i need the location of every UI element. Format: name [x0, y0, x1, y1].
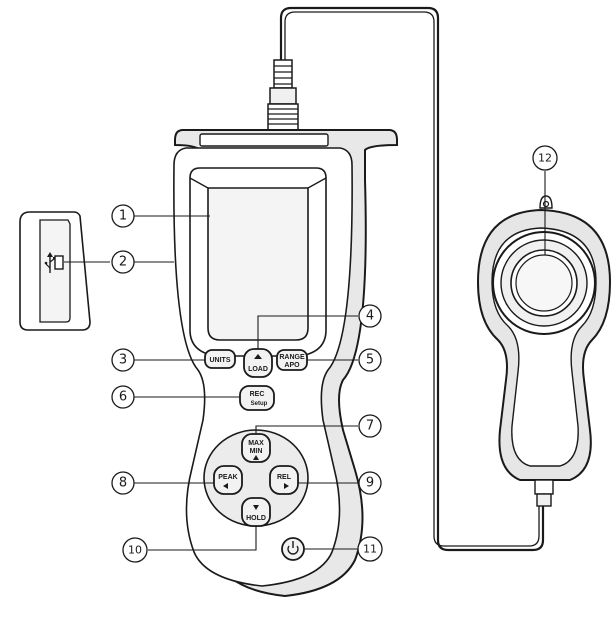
- min-label: MIN: [250, 448, 263, 455]
- callout-5: 5: [358, 348, 382, 372]
- units-label: UNITS: [210, 357, 231, 364]
- svg-text:11: 11: [363, 543, 377, 556]
- up-arrow-icon: [254, 354, 262, 359]
- sensor-lens: [515, 254, 573, 312]
- callout-1: 1: [111, 204, 135, 228]
- display-screen: [189, 167, 327, 357]
- peak-button[interactable]: PEAK: [213, 465, 243, 495]
- max-label: MAX: [248, 440, 264, 447]
- setup-label: Setup: [251, 401, 268, 407]
- callout-6: 6: [111, 385, 135, 409]
- callout-4: 4: [358, 304, 382, 328]
- svg-text:10: 10: [128, 544, 142, 557]
- hold-button[interactable]: HOLD: [241, 497, 271, 527]
- svg-text:7: 7: [366, 419, 374, 434]
- svg-text:2: 2: [119, 255, 127, 270]
- callout-3: 3: [111, 348, 135, 372]
- callout-12: 12: [532, 145, 558, 171]
- leader-lines: [64, 171, 546, 551]
- rel-button[interactable]: REL: [269, 465, 299, 495]
- svg-text:1: 1: [119, 209, 127, 224]
- svg-text:5: 5: [366, 353, 374, 368]
- apo-label: APO: [284, 362, 300, 369]
- right-arrow-icon: [284, 483, 289, 489]
- max-min-button[interactable]: MAX MIN: [241, 433, 271, 463]
- sensor-cable: [279, 6, 545, 552]
- power-icon: [287, 541, 299, 555]
- callout-11: 11: [357, 536, 383, 562]
- callout-7: 7: [358, 414, 382, 438]
- load-button[interactable]: LOAD: [243, 348, 273, 378]
- range-apo-button[interactable]: RANGE APO: [276, 349, 308, 371]
- callout-8: 8: [111, 471, 135, 495]
- svg-text:12: 12: [538, 152, 552, 165]
- usb-icon: [44, 252, 56, 273]
- cable-connector: [267, 59, 299, 131]
- usb-port[interactable]: [54, 255, 64, 270]
- left-arrow-icon: [223, 483, 228, 489]
- svg-text:9: 9: [366, 476, 374, 491]
- load-label: LOAD: [248, 366, 268, 373]
- peak-label: PEAK: [218, 474, 237, 481]
- callout-10: 10: [122, 537, 148, 563]
- rel-label: REL: [277, 474, 292, 481]
- range-label: RANGE: [279, 354, 305, 361]
- units-button[interactable]: UNITS: [204, 349, 236, 369]
- down-arrow-icon: [253, 505, 259, 510]
- rec-setup-button[interactable]: REC Setup: [239, 385, 275, 411]
- usb-port-inset: [19, 211, 91, 331]
- svg-text:6: 6: [119, 390, 127, 405]
- up-arrow-icon: [253, 455, 259, 460]
- light-sensor-probe: [476, 195, 612, 507]
- callout-2: 2: [111, 250, 135, 274]
- svg-text:3: 3: [119, 353, 127, 368]
- svg-text:8: 8: [119, 476, 127, 491]
- callout-9: 9: [358, 471, 382, 495]
- svg-text:4: 4: [366, 309, 374, 324]
- hold-label: HOLD: [246, 515, 266, 522]
- power-button[interactable]: [281, 537, 305, 561]
- rec-label: REC: [250, 391, 265, 398]
